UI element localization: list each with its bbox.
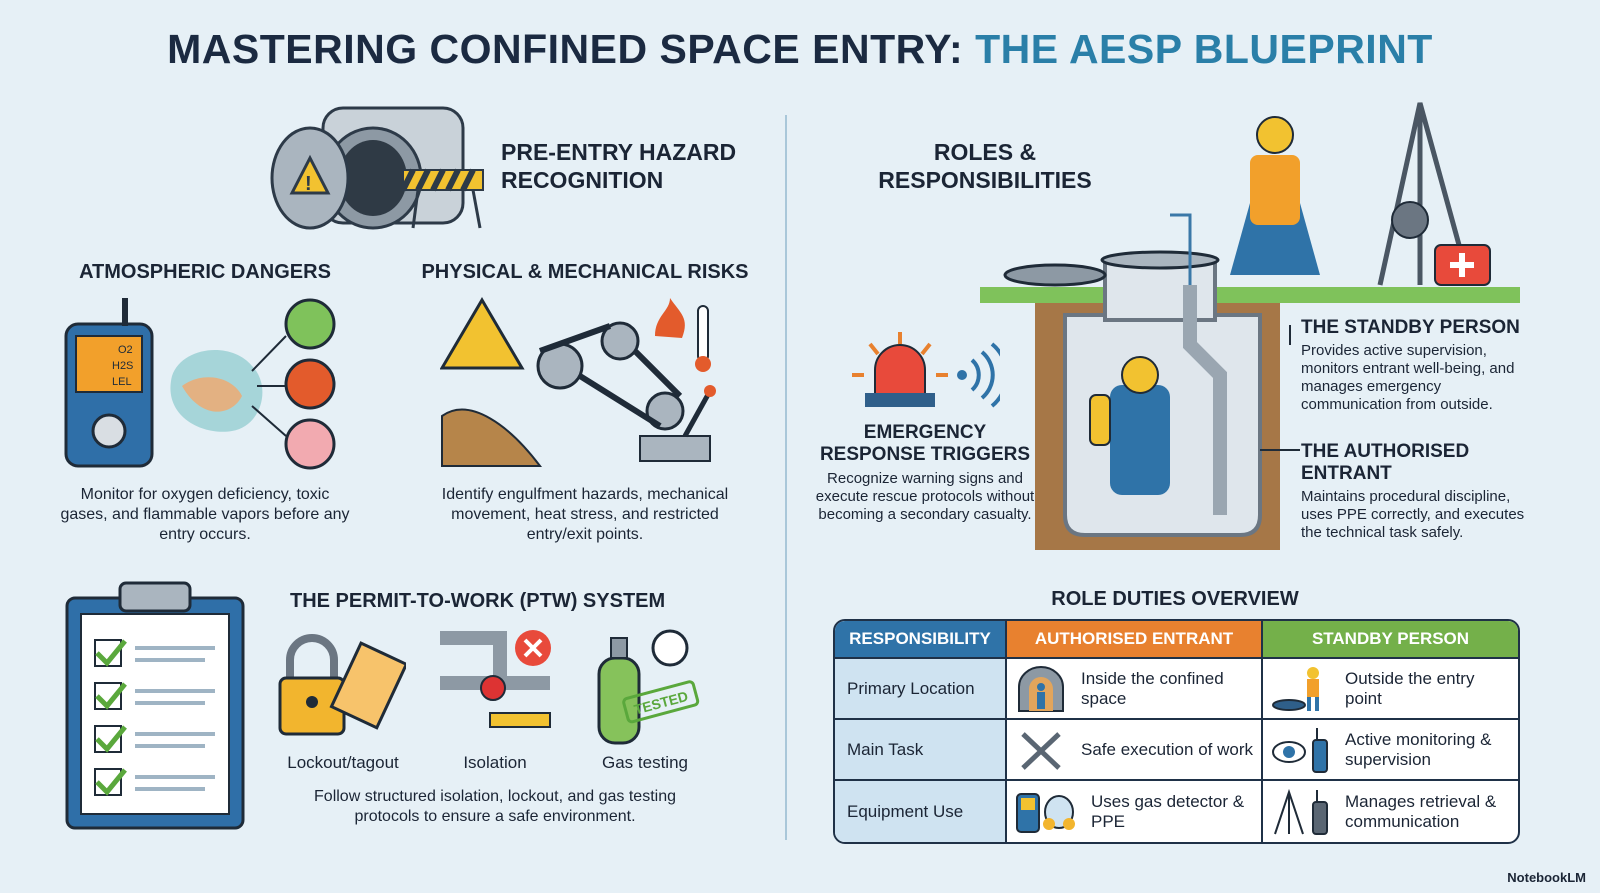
svg-text:LEL: LEL [112, 376, 132, 388]
table-row: Primary Location Inside the confined spa… [835, 659, 1518, 720]
header-standby-person: STANDBY PERSON [1263, 621, 1518, 659]
atmospheric-heading: ATMOSPHERIC DANGERS [79, 261, 331, 283]
entrant-text: Maintains procedural discipline, uses PP… [1301, 488, 1525, 541]
ptw-label-lockout: Lockout/tagout [287, 753, 399, 772]
ptw-heading: THE PERMIT-TO-WORK (PTW) SYSTEM [290, 590, 666, 612]
physical-text: Identify engulfment hazards, mechanical … [441, 486, 729, 543]
row-label: Main Task [835, 720, 1007, 781]
siren-alarm-icon [852, 332, 1000, 408]
cell-text: Uses gas detector & PPE [1091, 791, 1245, 831]
emergency-heading: EMERGENCY RESPONSE TRIGGERS [819, 422, 1031, 465]
page-title: MASTERING CONFINED SPACE ENTRY: THE AESP… [0, 26, 1600, 73]
roles-heading: ROLES & RESPONSIBILITIES [878, 139, 1092, 193]
standby-text: Provides active supervision, monitors en… [1301, 342, 1515, 413]
ptw-label-isolation: Isolation [463, 753, 527, 772]
valve-isolation-icon [440, 630, 551, 728]
table-heading: ROLE DUTIES OVERVIEW [1051, 588, 1299, 610]
entrant-cell: Inside the confined space [1007, 659, 1263, 720]
row-label: Primary Location [835, 659, 1007, 720]
tripod-radio-icon [1274, 788, 1328, 835]
row-label: Equipment Use [835, 781, 1007, 842]
mechanical-hazards-icon [440, 297, 716, 467]
title-accent: THE AESP BLUEPRINT [975, 26, 1433, 72]
svg-text:!: ! [305, 173, 312, 195]
ptw-text: Follow structured isolation, lockout, an… [314, 788, 676, 825]
table-row: Equipment Use Uses gas detector & PPE Ma… [835, 781, 1518, 842]
cell-text: Active monitoring & supervision [1345, 729, 1492, 769]
cell-text: Safe execution of work [1081, 739, 1253, 759]
emergency-text: Recognize warning signs and execute resc… [815, 470, 1035, 523]
cell-text: Outside the entry point [1345, 668, 1475, 708]
svg-text:O2: O2 [118, 344, 133, 356]
confined-space-scene-illustration [980, 102, 1520, 550]
cell-text: Inside the confined space [1081, 668, 1224, 708]
standby-cell: Outside the entry point [1263, 659, 1518, 720]
tunnel-person-icon [1018, 665, 1064, 712]
title-main: MASTERING CONFINED SPACE ENTRY: [167, 26, 964, 72]
eye-radio-icon [1272, 727, 1328, 773]
table-header-row: RESPONSIBILITY AUTHORISED ENTRANT STANDB… [835, 621, 1518, 659]
checklist-clipboard-icon [65, 581, 245, 830]
table-row: Main Task Safe execution of work Active … [835, 720, 1518, 781]
notebooklm-watermark: NotebookLM [1507, 870, 1586, 885]
gas-cylinder-icon: TESTED [597, 629, 700, 745]
standby-cell: Active monitoring & supervision [1263, 720, 1518, 781]
padlock-tag-icon [278, 634, 406, 736]
header-responsibility: RESPONSIBILITY [835, 621, 1007, 659]
confined-tank-icon: ! [270, 106, 484, 230]
standby-cell: Manages retrieval & communication [1263, 781, 1518, 842]
physical-heading: PHYSICAL & MECHANICAL RISKS [421, 261, 749, 283]
ptw-label-gas-testing: Gas testing [602, 753, 688, 772]
role-duties-table: RESPONSIBILITY AUTHORISED ENTRANT STANDB… [833, 619, 1520, 844]
svg-text:H2S: H2S [112, 360, 133, 372]
entrant-cell: Uses gas detector & PPE [1007, 781, 1263, 842]
header-authorised-entrant: AUTHORISED ENTRANT [1007, 621, 1263, 659]
hazard-heading: PRE-ENTRY HAZARD RECOGNITION [501, 139, 737, 193]
detector-mask-icon [1016, 792, 1075, 833]
entrant-cell: Safe execution of work [1007, 720, 1263, 781]
atmospheric-text: Monitor for oxygen deficiency, toxic gas… [60, 486, 350, 543]
standby-heading: THE STANDBY PERSON [1301, 317, 1520, 338]
wrench-tools-icon [1021, 731, 1061, 770]
standby-worker-icon [1272, 666, 1319, 711]
column-divider [785, 115, 787, 840]
entrant-heading: THE AUTHORISED ENTRANT [1301, 441, 1470, 484]
cell-text: Manages retrieval & communication [1345, 791, 1497, 831]
